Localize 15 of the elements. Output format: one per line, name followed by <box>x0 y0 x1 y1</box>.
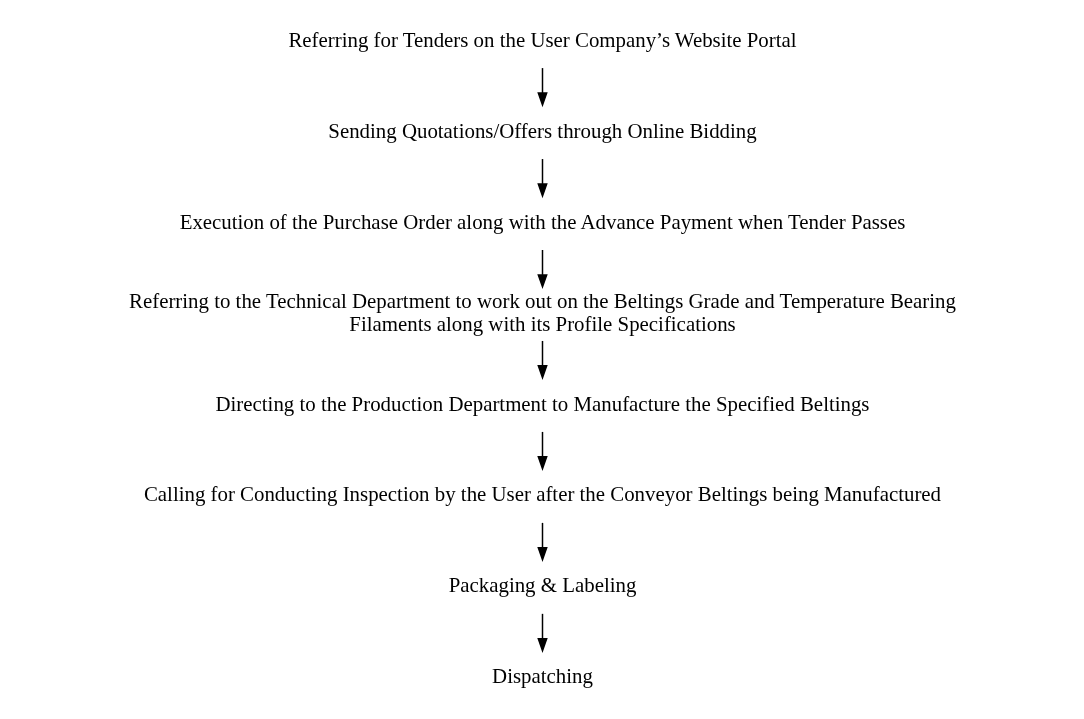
node-text: Referring to the Technical Department to work out on the Beltings Grade and Temperature Bearing Filaments along with its Profile Specifications <box>128 289 956 336</box>
node-text: Sending Quotations/Offers through Online Bidding <box>327 118 757 143</box>
arrow <box>536 67 548 108</box>
arrow <box>536 613 548 653</box>
arrow <box>536 249 548 290</box>
arrow <box>536 431 548 471</box>
node-text: Execution of the Purchase Order along with the Advance Payment when Tender Passes <box>179 209 905 234</box>
node-text: Directing to the Production Department to Manufacture the Specified Beltings <box>215 391 869 416</box>
arrow <box>536 522 548 562</box>
node-text: Dispatching <box>491 664 593 689</box>
arrow <box>536 340 548 381</box>
node-text: Packaging & Labeling <box>448 573 636 598</box>
node-text: Calling for Conducting Inspection by the User after the Conveyor Beltings being Manufactured <box>143 482 941 507</box>
node-text: Referring for Tenders on the User Company’s Website Portal <box>287 27 797 52</box>
arrow <box>536 158 548 199</box>
